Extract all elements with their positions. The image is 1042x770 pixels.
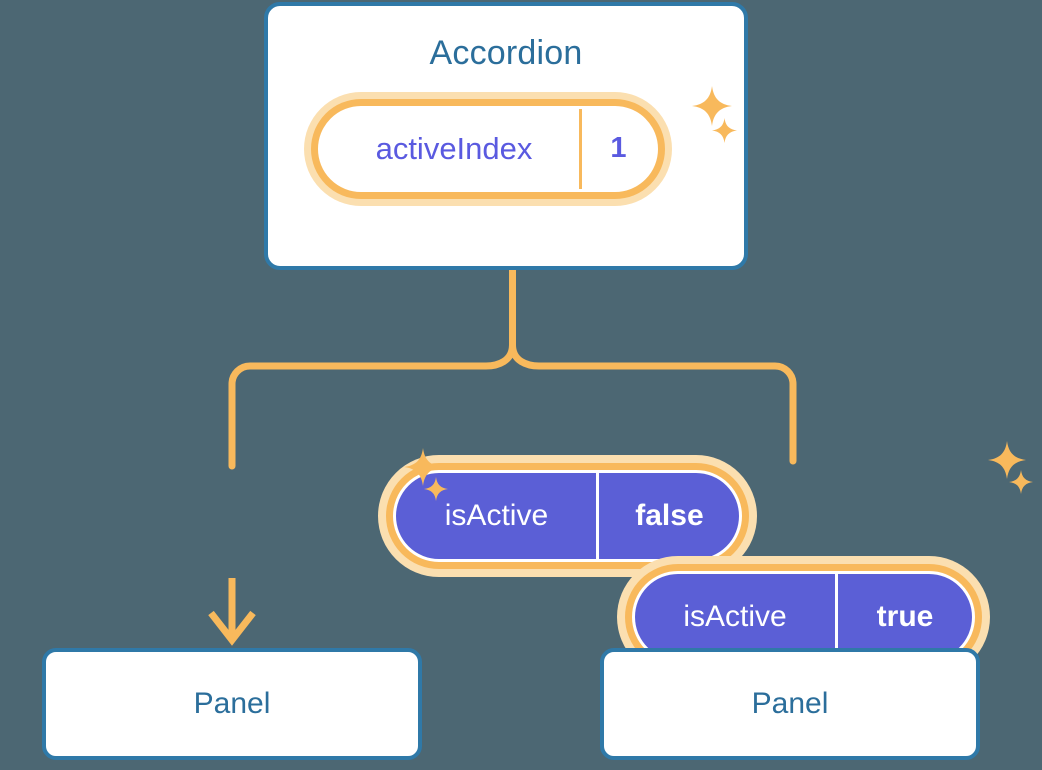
connector-fork-left [228, 341, 516, 470]
pill-divider [835, 574, 838, 660]
pill-body: activeIndex 1 [318, 105, 658, 192]
page-title: Accordion [429, 34, 583, 72]
arrow-down-icon-left [208, 578, 256, 646]
pill-divider [579, 108, 582, 189]
pill-divider [596, 473, 600, 559]
pill-body: isActive false [393, 470, 743, 562]
state-key: activeIndex [375, 131, 533, 166]
panel-card-right[interactable]: Panel [600, 648, 980, 760]
connector-fork-right [509, 341, 797, 465]
state-pill-active-index[interactable]: activeIndex 1 [304, 91, 672, 206]
pill-ring: activeIndex 1 [311, 98, 665, 199]
state-key: isActive [444, 499, 549, 532]
state-key: isActive [683, 600, 787, 633]
panel-title: Panel [751, 687, 829, 720]
pill-body: isActive true [632, 571, 975, 663]
state-pill-is-active-left[interactable]: isActive false [378, 455, 758, 577]
panel-card-left[interactable]: Panel [42, 648, 422, 760]
state-value: 1 [610, 132, 627, 164]
state-value: true [876, 600, 934, 633]
state-value: false [635, 499, 704, 532]
panel-title: Panel [193, 687, 271, 720]
pill-ring: isActive false [386, 463, 750, 569]
